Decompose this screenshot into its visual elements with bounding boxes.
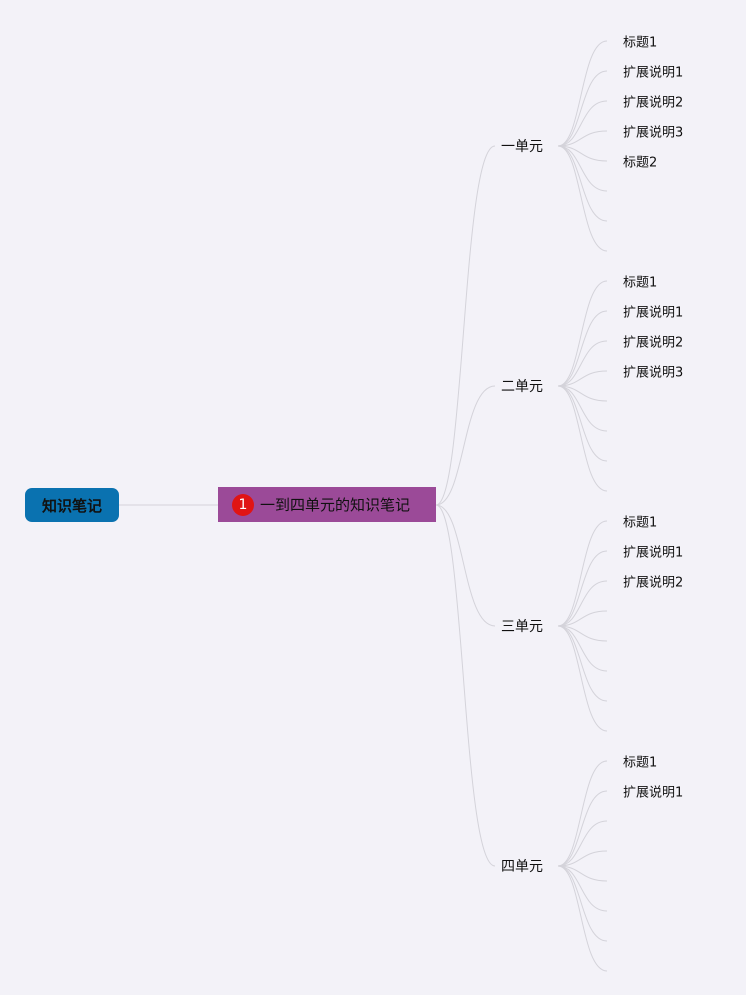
connector-unit-leaf [557,385,608,462]
connector-main-unit [435,145,496,506]
priority-badge: 1 [232,493,254,516]
leaf-node[interactable]: 扩展说明2 [623,95,684,111]
connector-unit-leaf [557,865,608,972]
leaf-node[interactable]: 标题1 [623,755,658,771]
leaf-node[interactable]: 扩展说明1 [623,65,684,81]
connector-main-unit [435,504,496,867]
connector-main-unit [435,504,496,627]
root-node[interactable]: 知识笔记 [25,488,119,522]
main-topic-label: 一到四单元的知识笔记 [260,496,411,514]
unit-node[interactable]: 三单元 [501,619,543,635]
connector-unit-leaf [557,850,608,867]
unit-node[interactable]: 一单元 [501,139,543,155]
connector-unit-leaf [557,280,608,387]
connector-unit-leaf [557,625,608,672]
unit-node[interactable]: 四单元 [501,859,543,875]
leaf-node[interactable]: 标题1 [623,515,658,531]
connector-unit-leaf [557,310,608,387]
main-topic-node[interactable]: 1 一到四单元的知识笔记 [218,487,436,522]
connector-unit-leaf [557,385,608,432]
connector-unit-leaf [557,100,608,147]
connector-unit-leaf [557,40,608,147]
leaf-node[interactable]: 标题2 [623,155,658,171]
connector-unit-leaf [557,610,608,627]
connector-unit-leaf [557,625,608,732]
connector-unit-leaf [557,70,608,147]
connector-main-unit [435,385,496,506]
leaf-node[interactable]: 扩展说明1 [623,305,684,321]
connector-unit-leaf [557,370,608,387]
unit-node[interactable]: 二单元 [501,379,543,395]
leaf-node[interactable]: 标题1 [623,275,658,291]
connector-unit-leaf [557,385,608,402]
root-node-label: 知识笔记 [41,496,102,515]
connector-unit-leaf [557,385,608,492]
connector-unit-leaf [557,550,608,627]
connector-unit-leaf [557,145,608,162]
leaf-node[interactable]: 扩展说明1 [623,545,684,561]
leaf-node[interactable]: 扩展说明2 [623,335,684,351]
connector-unit-leaf [557,145,608,222]
connector-unit-leaf [557,145,608,192]
connector-unit-leaf [557,625,608,702]
connector-unit-leaf [557,865,608,882]
connector-unit-leaf [557,865,608,912]
leaf-node[interactable]: 扩展说明2 [623,575,684,591]
connector-unit-leaf [557,130,608,147]
connector-unit-leaf [557,760,608,867]
connector-unit-leaf [557,520,608,627]
leaf-node[interactable]: 扩展说明1 [623,785,684,801]
connector-unit-leaf [557,820,608,867]
connector-unit-leaf [557,625,608,642]
leaf-node[interactable]: 标题1 [623,35,658,51]
connector-unit-leaf [557,865,608,942]
connector-unit-leaf [557,340,608,387]
connector-unit-leaf [557,580,608,627]
leaf-node[interactable]: 扩展说明3 [623,125,684,141]
connector-unit-leaf [557,145,608,252]
connector-unit-leaf [557,790,608,867]
leaf-node[interactable]: 扩展说明3 [623,365,684,381]
